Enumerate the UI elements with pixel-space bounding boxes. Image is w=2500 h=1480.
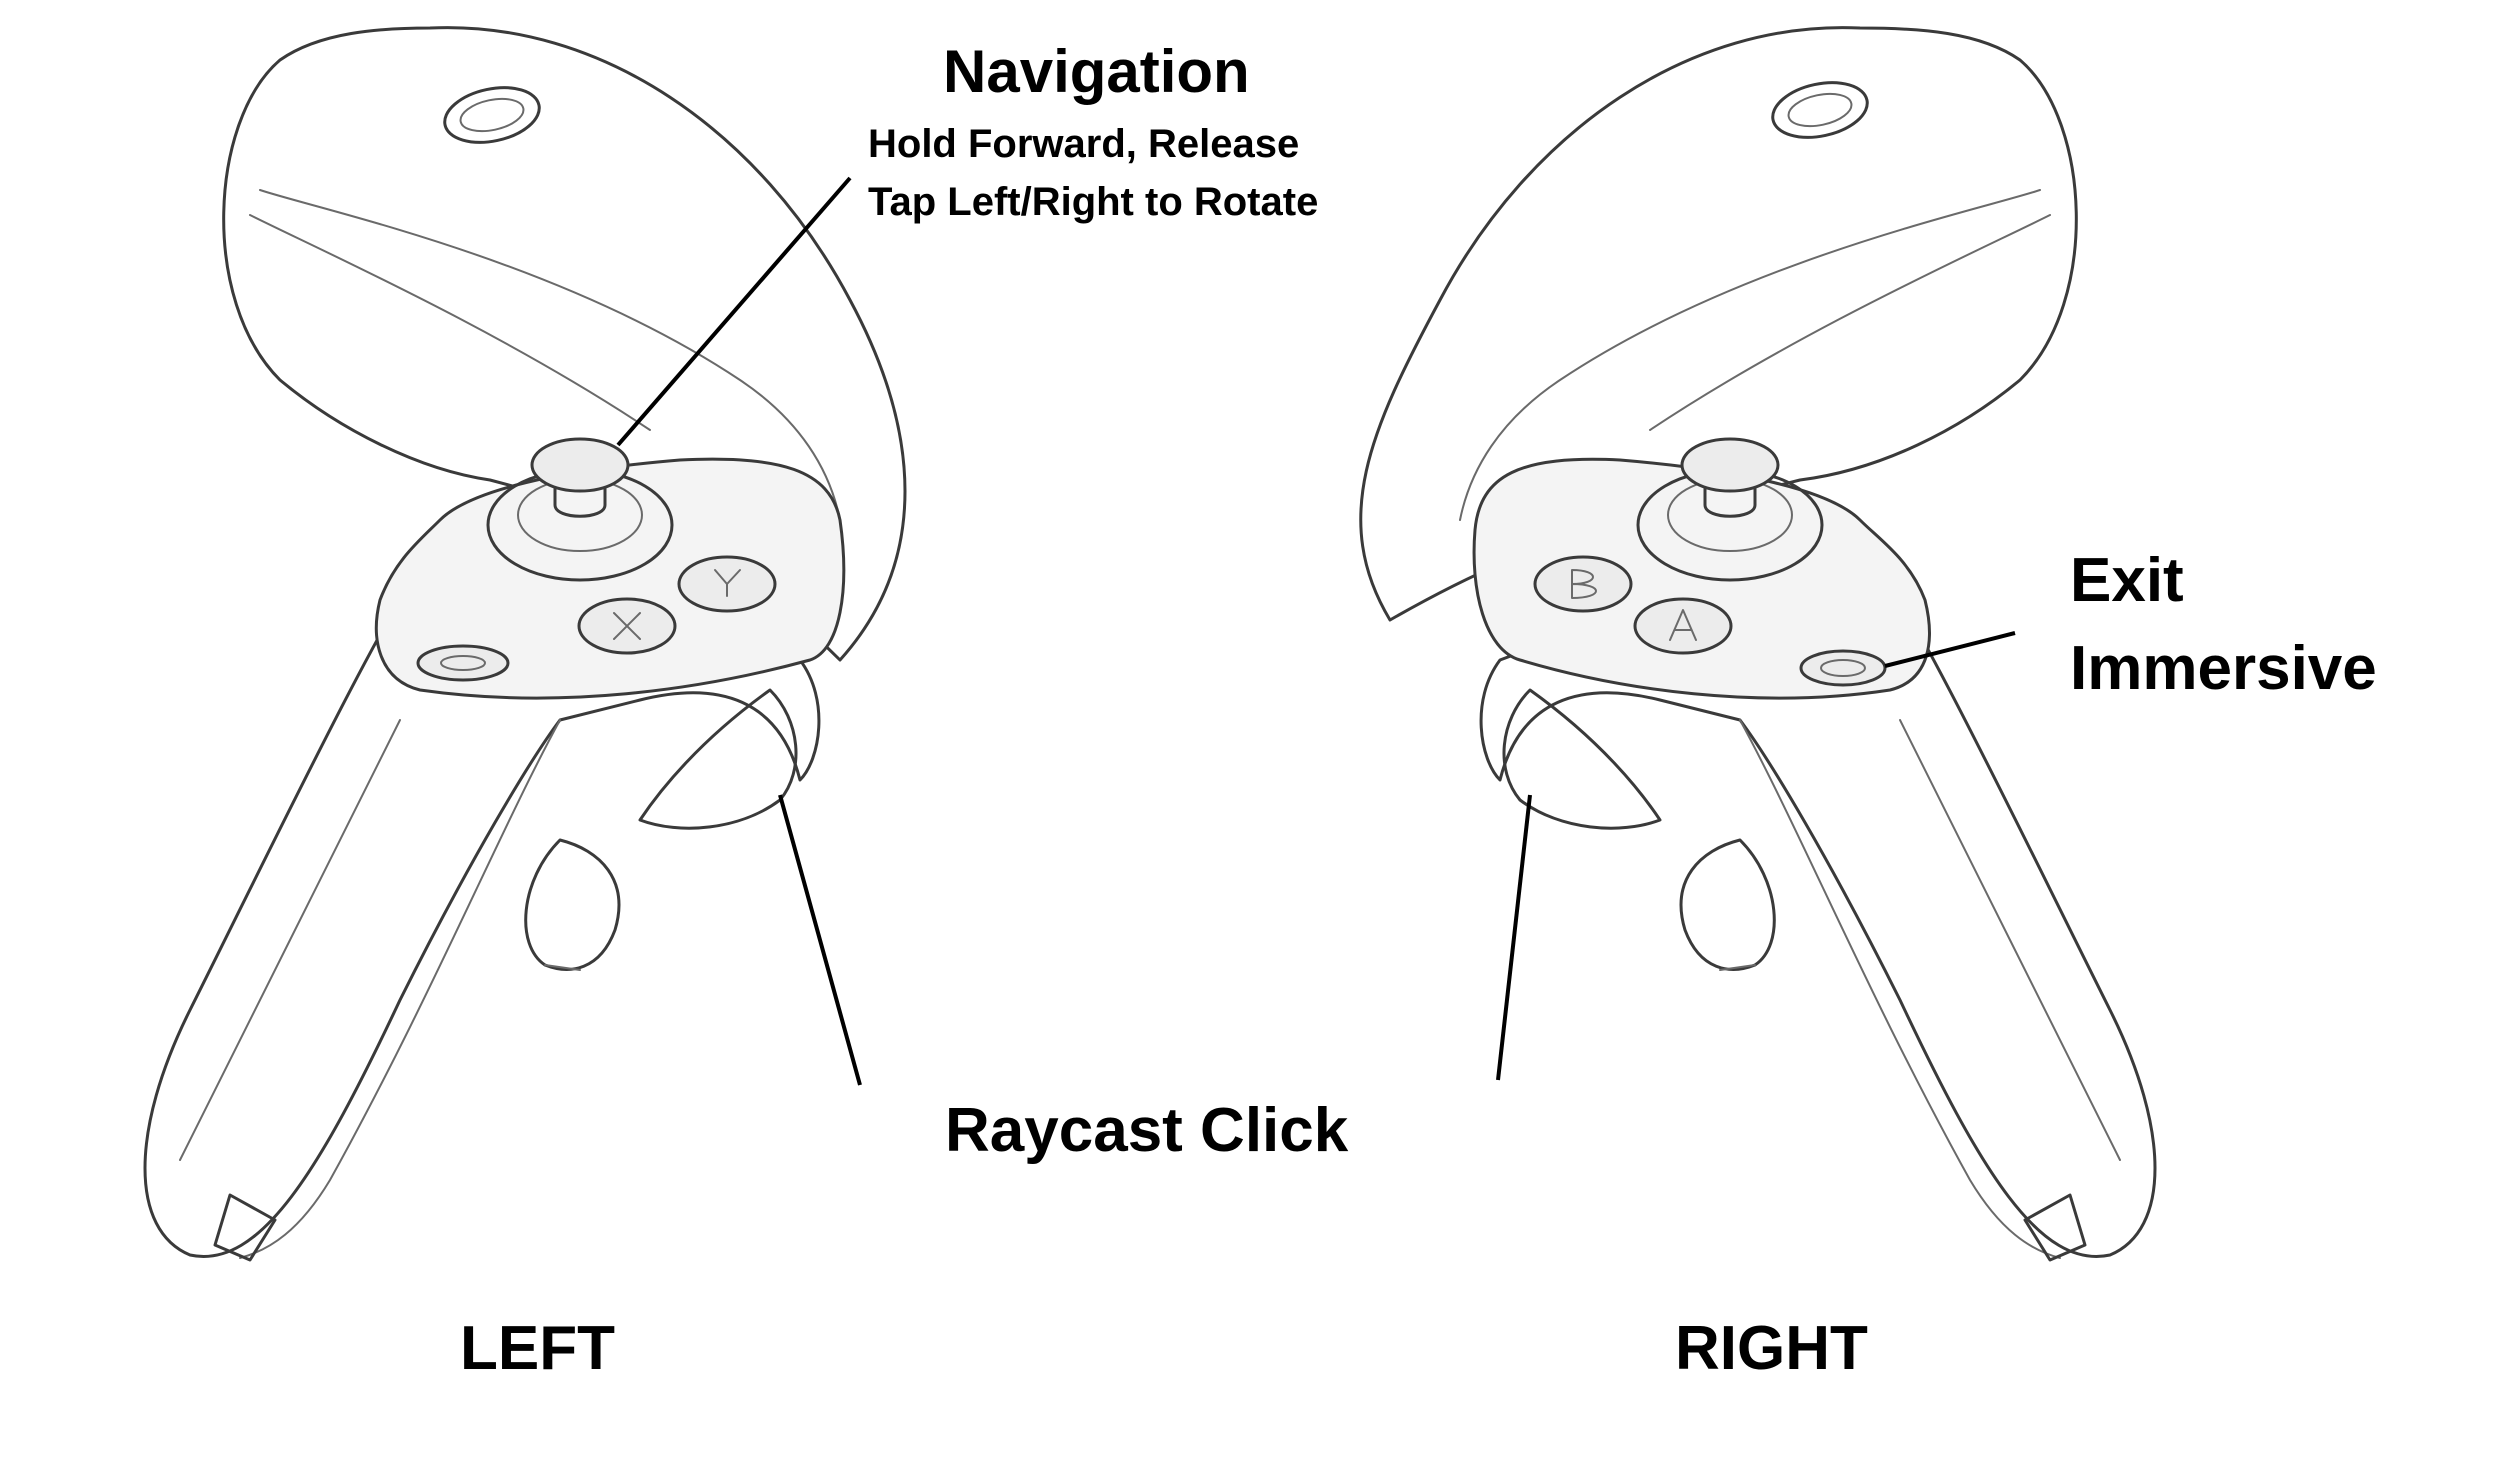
left-ring-led-window (440, 80, 545, 151)
raycast-right-leader-line (1498, 795, 1530, 1080)
right-controller (1361, 28, 2155, 1260)
left-ring-led-inner (458, 94, 527, 137)
left-grip-edge (240, 720, 560, 1258)
exit-label-line1: Exit (2070, 550, 2184, 612)
right-ring-led-window (1768, 75, 1873, 146)
left-controller-label: LEFT (460, 1318, 615, 1380)
navigation-title: Navigation (943, 42, 1250, 102)
right-controller-label: RIGHT (1675, 1318, 1868, 1380)
right-a-button[interactable] (1635, 599, 1731, 653)
left-thumbstick-cap[interactable] (532, 439, 628, 491)
left-grip-button[interactable] (526, 840, 619, 969)
right-grip-button[interactable] (1681, 840, 1774, 969)
right-oculus-button[interactable] (1801, 651, 1885, 685)
right-thumbstick-cap[interactable] (1682, 439, 1778, 491)
navigation-instruction-line1: Hold Forward, Release (868, 124, 1299, 164)
left-grip-seam (180, 720, 400, 1160)
raycast-click-label: Raycast Click (945, 1100, 1348, 1162)
navigation-instruction-line2: Tap Left/Right to Rotate (868, 182, 1318, 222)
left-controller (145, 28, 905, 1260)
right-ring-led-inner (1786, 89, 1855, 132)
left-menu-button[interactable] (418, 646, 508, 680)
right-grip-edge (1740, 720, 2060, 1258)
left-trigger[interactable] (640, 690, 796, 828)
raycast-left-leader-line (780, 795, 860, 1085)
left-ring-inner-edge (250, 215, 650, 430)
navigation-leader-line (618, 178, 850, 445)
exit-label-line2: Immersive (2070, 638, 2377, 700)
right-ring-inner-edge (1650, 215, 2050, 430)
right-grip-seam (1900, 720, 2120, 1160)
